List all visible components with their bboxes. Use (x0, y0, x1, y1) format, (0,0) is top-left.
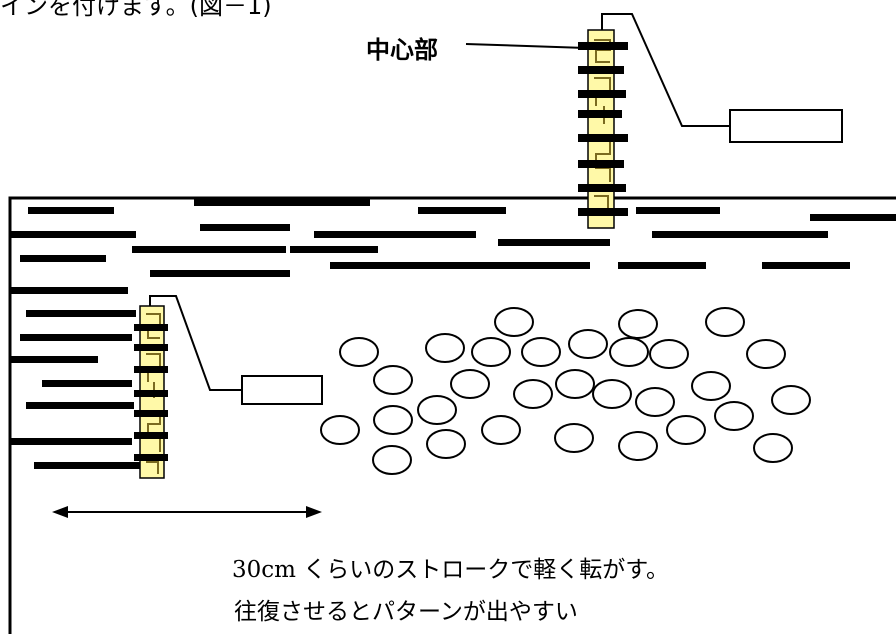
roller-upper-handle-wire (601, 13, 730, 127)
roller-lower-teeth (134, 324, 168, 461)
roller-lower-handle-wire (149, 295, 242, 391)
caption-line-2: 往復させるとパターンが出やすい (234, 599, 578, 625)
center-pointer-line (465, 43, 587, 49)
roller-upper-teeth (578, 42, 628, 216)
roller-upper (578, 13, 843, 229)
roller-lower-handle (241, 375, 323, 405)
header-text: インを付けます。(図－1) (0, 0, 272, 20)
stroke-length-arrow (52, 506, 322, 518)
pattern-stroke-lines (10, 199, 896, 469)
roller-upper-body (587, 29, 615, 229)
bubble-cluster (320, 307, 811, 475)
center-label: 中心部 (366, 36, 438, 64)
caption-line-1: 30cm くらいのストロークで軽く転がす。 (232, 557, 669, 583)
roller-upper-handle (729, 109, 843, 143)
roller-lower (134, 295, 323, 479)
